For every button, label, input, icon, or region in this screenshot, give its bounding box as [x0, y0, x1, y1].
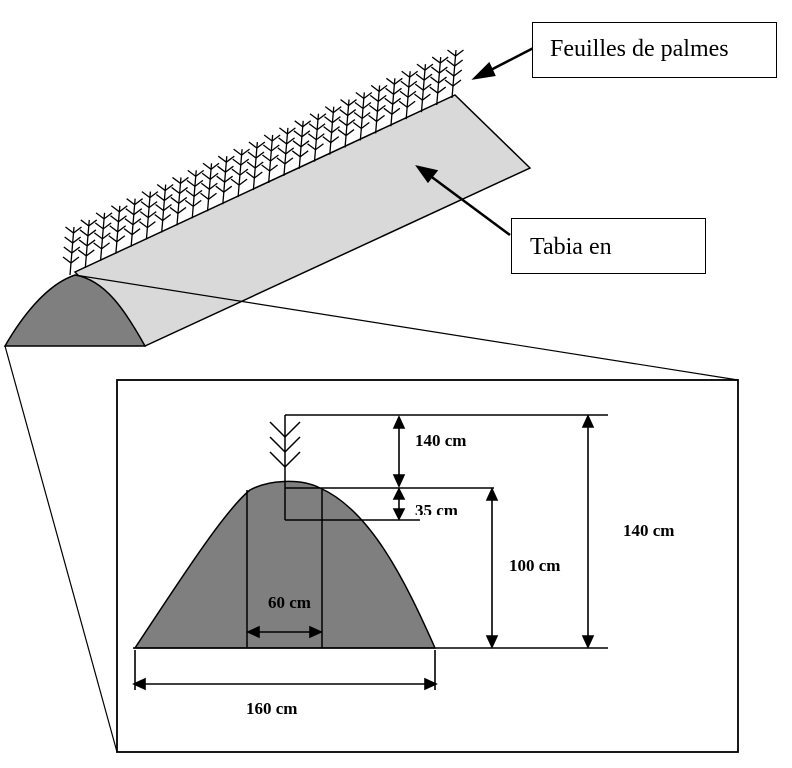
- tabia-label: Tabia en: [511, 218, 706, 274]
- palm-frond: [429, 56, 449, 106]
- palm-frond: [337, 99, 357, 148]
- palm-frond: [215, 155, 235, 205]
- total-height-arrow: [581, 414, 595, 649]
- base-width-arrow: [132, 650, 438, 691]
- zoom-line-left: [4, 345, 118, 753]
- palm-leaf-symbol: [269, 415, 420, 521]
- palm-leaves-label: Feuilles de palmes: [532, 22, 777, 78]
- palm-frond: [123, 198, 144, 247]
- mound-height-arrow: [485, 487, 499, 649]
- base-width-label: 160 cm: [246, 699, 298, 718]
- palm-frond: [108, 205, 128, 254]
- palm-frond: [77, 219, 98, 268]
- total-height-label: 140 cm: [623, 521, 675, 540]
- palm-frond: [169, 176, 189, 226]
- zoom-line-right: [74, 274, 739, 381]
- top-width-label: 60 cm: [268, 593, 311, 612]
- top-width-arrow: [246, 625, 323, 639]
- palm-frond: [276, 127, 296, 176]
- palm-frond: [62, 226, 82, 276]
- palm-frond: [93, 212, 113, 261]
- palm-frond: [291, 120, 312, 169]
- palm-frond: [307, 113, 327, 162]
- palm-frond: [398, 70, 419, 120]
- leaf-height-label: 140 cm: [415, 431, 467, 450]
- mound-height-label: 100 cm: [509, 556, 561, 575]
- top-offset-label: 35 cm: [415, 502, 458, 515]
- palm-leaves-row: [62, 49, 464, 276]
- palm-frond: [414, 63, 434, 113]
- palm-frond: [322, 106, 342, 155]
- mound-cross-section: [133, 480, 437, 649]
- palm-frond: [383, 77, 403, 127]
- leaf-height-arrow: [392, 415, 406, 488]
- tabia-text: Tabia en: [530, 234, 612, 260]
- top-offset-arrow: [392, 487, 406, 521]
- palm-leaves-text: Feuilles de palmes: [550, 36, 729, 62]
- palm-frond: [139, 191, 159, 240]
- palm-frond: [184, 169, 205, 219]
- palm-frond: [230, 148, 250, 198]
- palm-frond: [154, 184, 174, 233]
- palm-frond: [444, 49, 464, 99]
- tabia-callout-arrow: [415, 165, 511, 237]
- palm-frond: [261, 134, 281, 184]
- palm-frond: [245, 141, 266, 191]
- palm-frond: [200, 162, 220, 212]
- palm-frond: [368, 84, 388, 134]
- palm-frond: [352, 91, 373, 141]
